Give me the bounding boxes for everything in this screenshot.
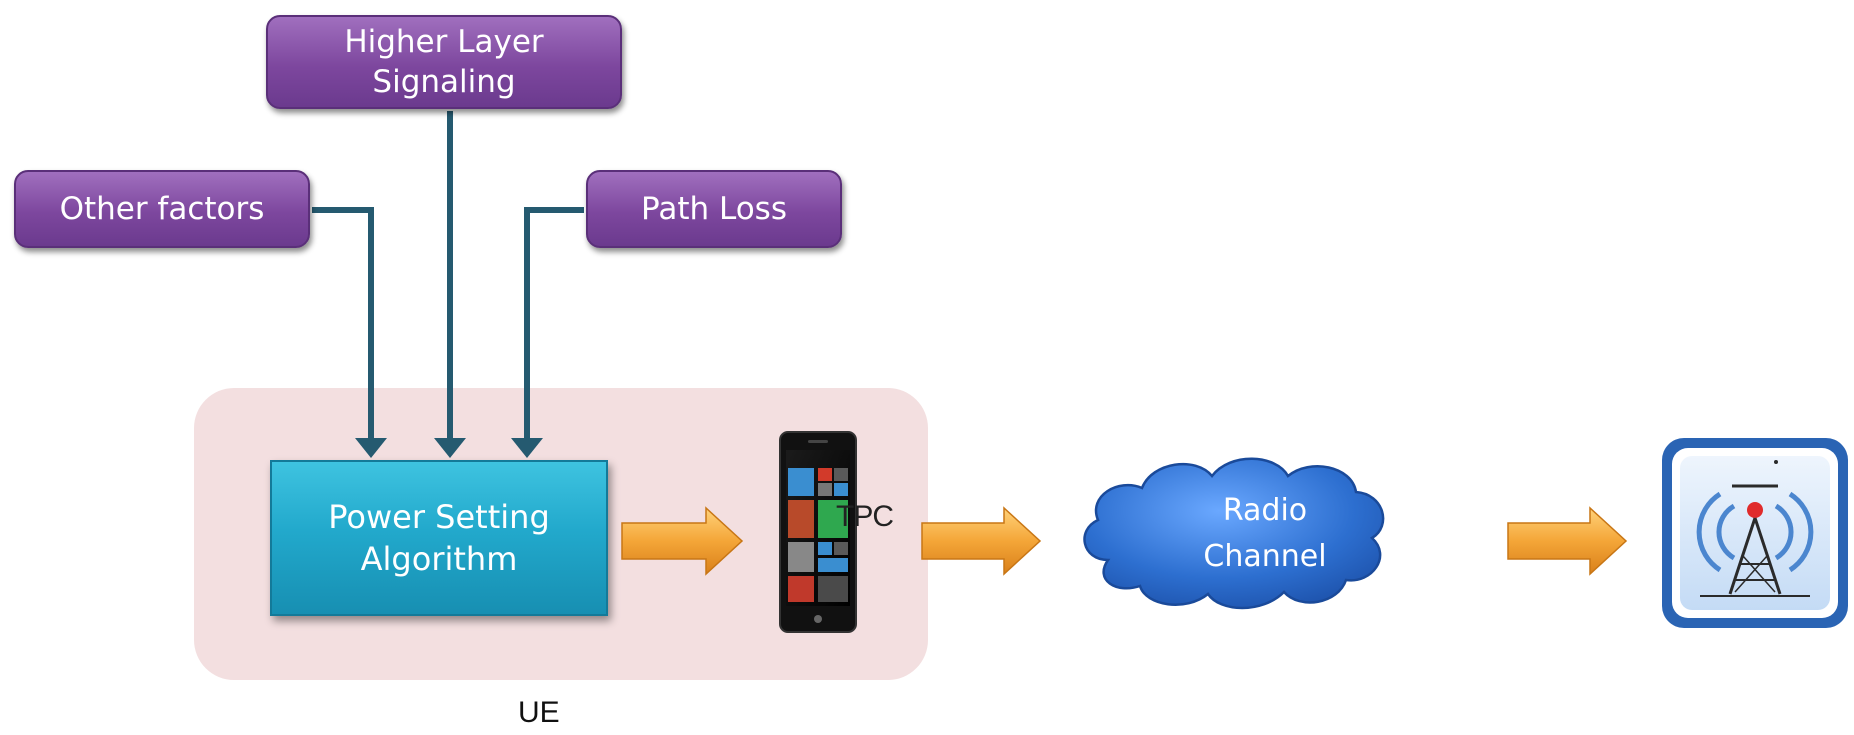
higher-layer-signaling-box: Higher Layer Signaling [266,15,622,109]
tpc-label: TPC [836,500,894,533]
radio-channel-cloud [1083,457,1385,610]
path-loss-box: Path Loss [586,170,842,248]
cell-tower-icon [1662,438,1848,628]
flow-arrow-channel-to-tower [1507,506,1628,576]
connector-other-factors [312,207,374,444]
arrowhead-path-loss [511,438,543,458]
flow-arrow-phone-to-channel [921,506,1042,576]
arrowhead-other-factors [355,438,387,458]
ue-label: UE [518,696,560,729]
arrowhead-higher-layer [434,438,466,458]
radio-channel-label: Radio Channel [1203,493,1327,574]
smartphone-icon [779,431,857,633]
other-factors-box: Other factors [14,170,310,248]
flow-arrow-algorithm-to-phone [621,506,744,576]
power-setting-algorithm-box: Power Setting Algorithm [270,460,608,616]
connector-path-loss [524,207,584,444]
